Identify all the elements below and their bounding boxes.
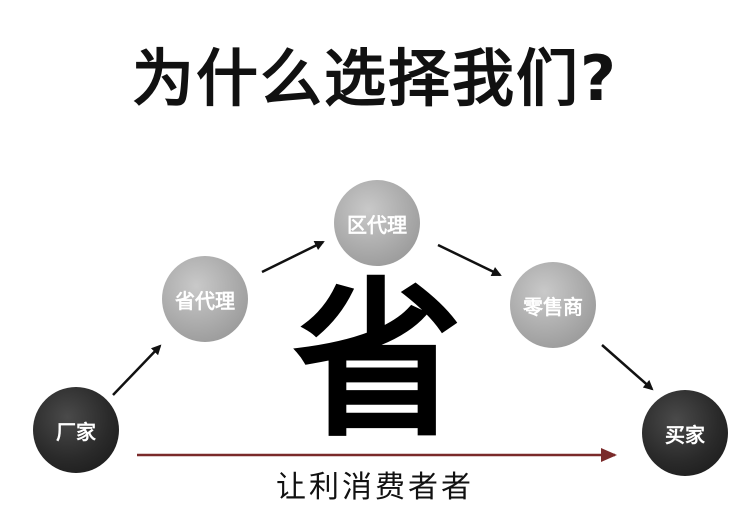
- node-factory-label: 厂家: [56, 419, 96, 444]
- node-buyer: 买家: [642, 390, 728, 476]
- node-buyer-label: 买家: [665, 422, 705, 447]
- node-retailer-label: 零售商: [523, 294, 583, 319]
- node-district-agent: 区代理: [334, 180, 420, 266]
- node-retailer: 零售商: [510, 262, 596, 348]
- arrow-factory-to-provincial: [112, 344, 162, 396]
- arrow-retailer-to-buyer: [601, 344, 654, 391]
- node-provincial-agent: 省代理: [162, 256, 248, 342]
- node-district-agent-label: 区代理: [347, 212, 407, 237]
- arrow-provincial-to-district: [261, 240, 325, 274]
- arrow-district-to-retailer: [437, 243, 502, 277]
- page-title: 为什么选择我们?: [132, 42, 618, 115]
- bottom-caption: 让利消费者者: [276, 470, 474, 505]
- node-factory: 厂家: [33, 387, 119, 473]
- center-character: 省: [292, 263, 463, 461]
- node-provincial-agent-label: 省代理: [175, 288, 235, 313]
